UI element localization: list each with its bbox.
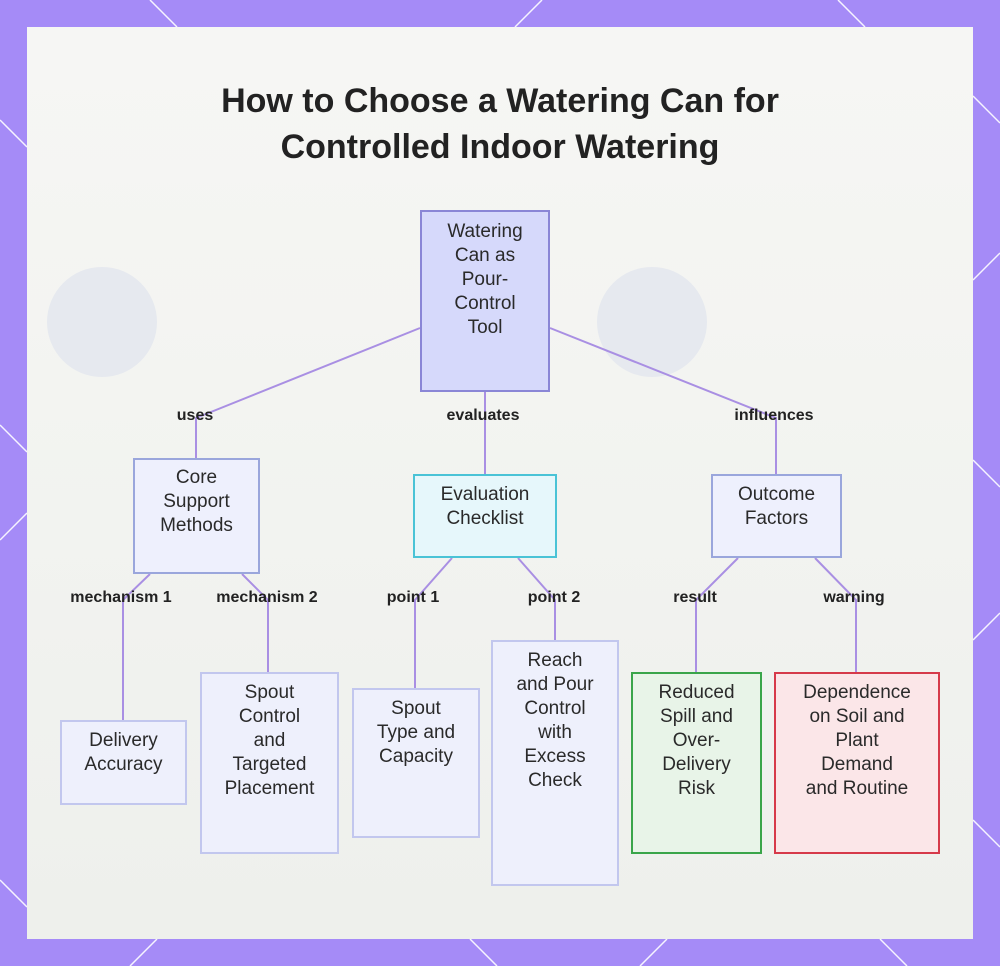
node-spout-control-line: Control <box>225 705 315 729</box>
edge-point-1 <box>415 558 452 688</box>
node-reduced-line: Spill and <box>658 705 734 729</box>
node-root-line: Watering <box>447 220 522 244</box>
node-dependence-line: and Routine <box>803 777 911 801</box>
node-spout-control-line: and <box>225 729 315 753</box>
edge-label-mechanism-2: mechanism 2 <box>216 589 317 607</box>
node-spout-type-line: Type and <box>377 721 455 745</box>
edge-label-warning: warning <box>823 589 884 607</box>
node-checklist-line: Checklist <box>441 507 530 531</box>
node-spout-control: Spout Control and Targeted Placement <box>200 672 339 854</box>
node-delivery-accuracy: Delivery Accuracy <box>60 720 187 805</box>
edge-label-mechanism-1: mechanism 1 <box>70 589 171 607</box>
node-spout-control-line: Spout <box>225 681 315 705</box>
node-outcome-line: Factors <box>738 507 815 531</box>
edge-influences <box>550 328 776 474</box>
node-evaluation-checklist: Evaluation Checklist <box>413 474 557 558</box>
node-reach-line: and Pour <box>516 673 593 697</box>
node-core-support-methods: Core Support Methods <box>133 458 260 574</box>
node-dependence-line: Plant <box>803 729 911 753</box>
node-dependence-line: Demand <box>803 753 911 777</box>
node-root-line: Can as <box>447 244 522 268</box>
node-core-line: Support <box>160 490 233 514</box>
node-outcome-line: Outcome <box>738 483 815 507</box>
node-reach-line: Check <box>516 769 593 793</box>
node-core-line: Methods <box>160 514 233 538</box>
edge-label-point-2: point 2 <box>528 589 580 607</box>
node-root-line: Tool <box>447 316 522 340</box>
edge-uses <box>196 328 420 458</box>
node-spout-type-capacity: Spout Type and Capacity <box>352 688 480 838</box>
node-root: Watering Can as Pour- Control Tool <box>420 210 550 392</box>
node-reach-pour-control: Reach and Pour Control with Excess Check <box>491 640 619 886</box>
node-dependence-line: on Soil and <box>803 705 911 729</box>
edge-warning <box>815 558 856 672</box>
node-root-line: Pour- <box>447 268 522 292</box>
node-reduced-line: Reduced <box>658 681 734 705</box>
node-reduced-line: Risk <box>658 777 734 801</box>
node-reduced-line: Delivery <box>658 753 734 777</box>
edge-label-result: result <box>673 589 717 607</box>
node-spout-control-line: Placement <box>225 777 315 801</box>
node-reach-line: with <box>516 721 593 745</box>
node-reach-line: Excess <box>516 745 593 769</box>
edge-label-influences: influences <box>734 407 813 425</box>
edge-result <box>696 558 738 672</box>
node-dependence-line: Dependence <box>803 681 911 705</box>
node-spout-type-line: Spout <box>377 697 455 721</box>
node-delivery-line: Delivery <box>84 729 162 753</box>
node-reduced-line: Over- <box>658 729 734 753</box>
node-core-line: Core <box>160 466 233 490</box>
node-checklist-line: Evaluation <box>441 483 530 507</box>
edge-label-evaluates: evaluates <box>447 407 520 425</box>
node-dependence-soil-plant: Dependence on Soil and Plant Demand and … <box>774 672 940 854</box>
node-reach-line: Reach <box>516 649 593 673</box>
node-outcome-factors: Outcome Factors <box>711 474 842 558</box>
node-reach-line: Control <box>516 697 593 721</box>
edge-label-uses: uses <box>177 407 213 425</box>
node-reduced-spill-risk: Reduced Spill and Over- Delivery Risk <box>631 672 762 854</box>
edge-label-point-1: point 1 <box>387 589 439 607</box>
node-delivery-line: Accuracy <box>84 753 162 777</box>
node-spout-type-line: Capacity <box>377 745 455 769</box>
node-spout-control-line: Targeted <box>225 753 315 777</box>
node-root-line: Control <box>447 292 522 316</box>
